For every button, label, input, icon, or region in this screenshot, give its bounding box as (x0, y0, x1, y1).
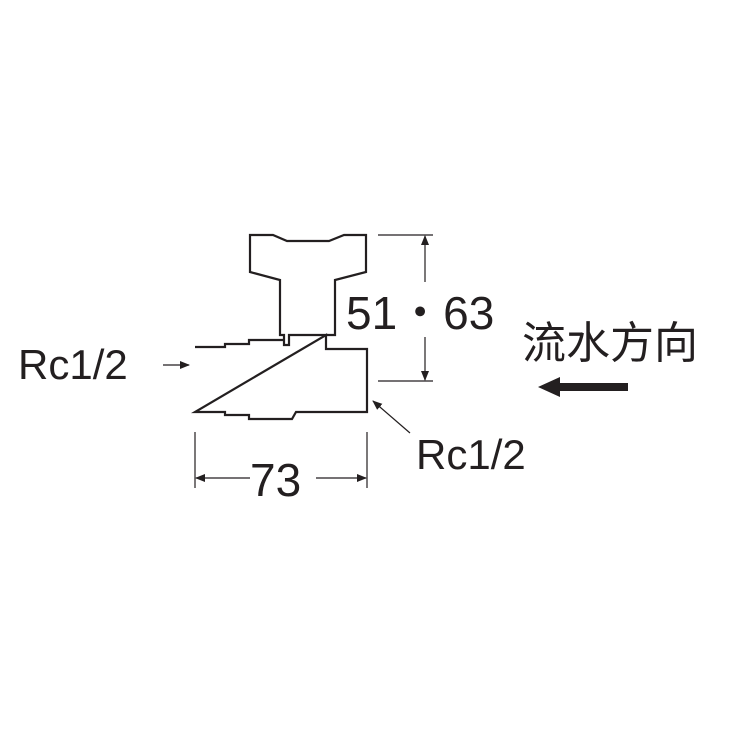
outlet-thread-label: Rc1/2 (416, 431, 526, 478)
outlet-leader-arrow (372, 400, 411, 434)
width-dimension-label: 73 (250, 454, 302, 506)
valve-handle (248, 233, 368, 347)
flow-direction-label: 流水方向 (522, 318, 698, 369)
valve-body (190, 333, 369, 421)
inlet-thread-label: Rc1/2 (18, 341, 128, 388)
height-dimension-label: 51・63 (346, 287, 495, 339)
flow-direction-arrow (538, 377, 628, 397)
